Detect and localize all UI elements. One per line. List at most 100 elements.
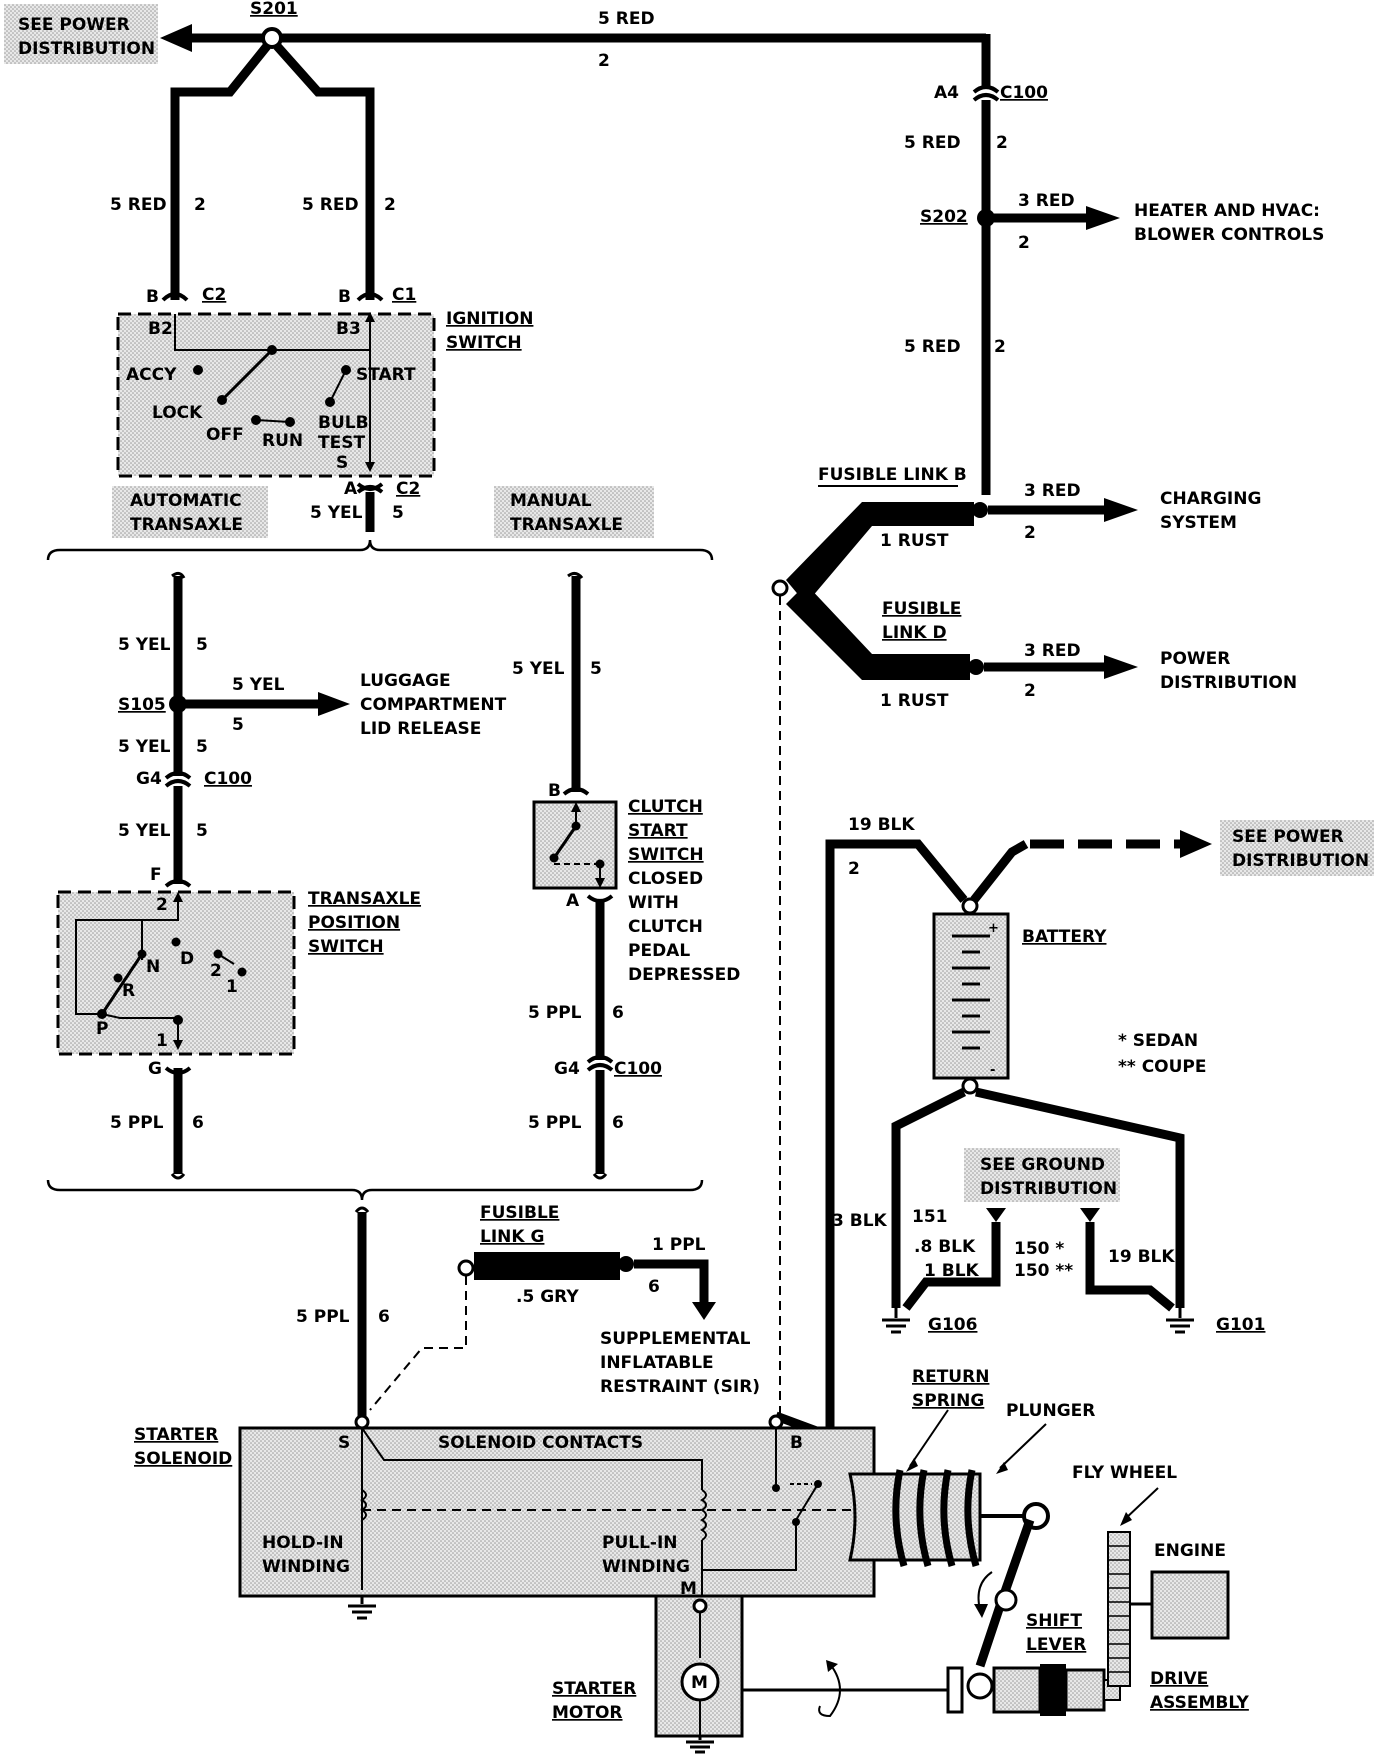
manual-mid-color: 5 PPL [528,1003,582,1023]
clutch-note-4: PEDAL [628,941,690,961]
fly-wheel-label: FLY WHEEL [1072,1463,1177,1483]
clutch-note-3: CLUTCH [628,917,703,937]
manual-mid-circuit: 6 [612,1003,624,1023]
auto-trans-1: AUTOMATIC [130,491,242,511]
ign-b2-circuit: 2 [194,195,206,215]
auto-mid-color: 5 YEL [118,737,171,757]
ign-pos-run: RUN [262,431,303,451]
ign-b2-color: 5 RED [110,195,167,215]
charging-2: SYSTEM [1160,513,1237,533]
legend-sedan: * SEDAN [1118,1031,1198,1051]
luggage-1: LUGGAGE [360,671,451,691]
ign-b3-circuit: 2 [384,195,396,215]
legend-coupe: ** COUPE [1118,1057,1207,1077]
auto-lower-circuit: 5 [196,821,208,841]
solenoid-pin-b: B [790,1433,803,1453]
s202-mid-color: 5 RED [904,337,961,357]
c100-wire-circuit: 2 [996,133,1008,153]
auto-upper-color: 5 YEL [118,635,171,655]
ign-pin-s: S [336,453,348,473]
fusible-b-wire: 1 RUST [880,531,949,551]
c100-a4-label: C100 [1000,83,1048,103]
manual-lower-circuit: 6 [612,1113,624,1133]
auto-trans-2: TRANSAXLE [130,515,243,535]
right-red-run: A4 C100 5 RED 2 S202 3 RED 2 HEATER AND … [904,83,1324,495]
clutch-pin-b: B [548,781,561,801]
auto-c100-label: C100 [204,769,252,789]
s202-branch-color: 3 RED [1018,191,1075,211]
return-spring-1: RETURN [912,1367,989,1387]
fusible-d-2: LINK D [882,623,947,643]
clutch-note-5: DEPRESSED [628,965,740,985]
luggage-2: COMPARTMENT [360,695,507,715]
fusible-d-wire: 1 RUST [880,691,949,711]
auto-lower-color: 5 YEL [118,821,171,841]
battery-pos-color: 19 BLK [848,815,915,835]
g101-b-color: 19 BLK [1108,1247,1175,1267]
pull-in-2: WINDING [602,1557,690,1577]
fusible-g-1: FUSIBLE [480,1203,559,1223]
tps-pos-d: D [180,949,194,969]
heater-2: BLOWER CONTROLS [1134,225,1324,245]
tps-pos-r: R [122,981,135,1001]
battery-plus: + [988,921,999,936]
solenoid-title-2: SOLENOID [134,1449,232,1469]
auto-out-color: 5 PPL [110,1113,164,1133]
sir-feed-circuit: 6 [648,1277,660,1297]
battery-starter-color: 3 BLK [832,1211,888,1231]
clutch-note-1: CLOSED [628,869,703,889]
ground-dist-1: SEE GROUND [980,1155,1105,1175]
power-dist-top-2: DISTRIBUTION [18,39,155,59]
auto-mid-circuit: 5 [196,737,208,757]
fusible-g-wire: .5 GRY [516,1287,579,1307]
tps-pin-2: 2 [156,895,168,915]
ground-g106: G106 [928,1315,977,1335]
tps-title-2: POSITION [308,913,400,933]
tps-pos-n: N [146,957,160,977]
ign-c1-label: C1 [392,285,416,305]
manual-path: 5 YEL 5 B A CLUTCH START SWITCH CLOSED W… [512,571,740,1180]
power-branch-color: 3 RED [1024,641,1081,661]
solenoid-pin-m: M [680,1579,697,1599]
g106-b-color: 1 BLK [924,1261,980,1281]
ign-pos-lock: LOCK [152,403,203,423]
battery-pos-circuit: 2 [848,859,860,879]
starter-feed-circuit: 6 [378,1307,390,1327]
ground-g101: G101 [1216,1315,1265,1335]
starter-feed: 5 PPL 6 FUSIBLE LINK G 1 PPL 6 .5 GRY SU… [296,1203,760,1420]
g101-a-circuit: 150 * [1014,1239,1064,1259]
starter-motor: M STARTER MOTOR [552,1594,960,1754]
hold-in-1: HOLD-IN [262,1533,344,1553]
motor-symbol: M [691,1673,708,1693]
starter-motor-2: MOTOR [552,1703,623,1723]
s202-label: S202 [920,207,968,227]
sir-feed-color: 1 PPL [652,1235,706,1255]
ign-pos-start: START [356,365,416,385]
ign-title-1: IGNITION [446,309,533,329]
charging-branch-circuit: 2 [1024,523,1036,543]
s105-branch-color: 5 YEL [232,675,285,695]
transaxle-braces: AUTOMATIC TRANSAXLE MANUAL TRANSAXLE [46,486,714,1201]
s202-mid-circuit: 2 [994,337,1006,357]
ign-pin-b-left: B [146,287,159,307]
ign-title-2: SWITCH [446,333,522,353]
clutch-note-2: WITH [628,893,679,913]
plunger-label: PLUNGER [1006,1401,1095,1421]
top-wire-circuit: 2 [598,51,610,71]
return-spring-2: SPRING [912,1391,984,1411]
luggage-3: LID RELEASE [360,719,481,739]
ign-pin-a: A [344,479,358,499]
clutch-title-2: START [628,821,688,841]
battery-minus: - [990,1063,995,1078]
g106-a-circuit: 151 [912,1207,948,1227]
c100-a4-pin: A4 [934,83,959,103]
fusible-d-1: FUSIBLE [882,599,961,619]
g106-a-color: .8 BLK [914,1237,976,1257]
ign-pin-b2: B2 [148,319,173,339]
battery-section: 19 BLK 2 SEE POWER DISTRIBUTION + - BATT… [825,815,1374,1440]
solenoid-contacts: SOLENOID CONTACTS [438,1433,643,1453]
tps-pin-g: G [148,1059,162,1079]
pull-in-1: PULL-IN [602,1533,678,1553]
solenoid-title-1: STARTER [134,1425,218,1445]
